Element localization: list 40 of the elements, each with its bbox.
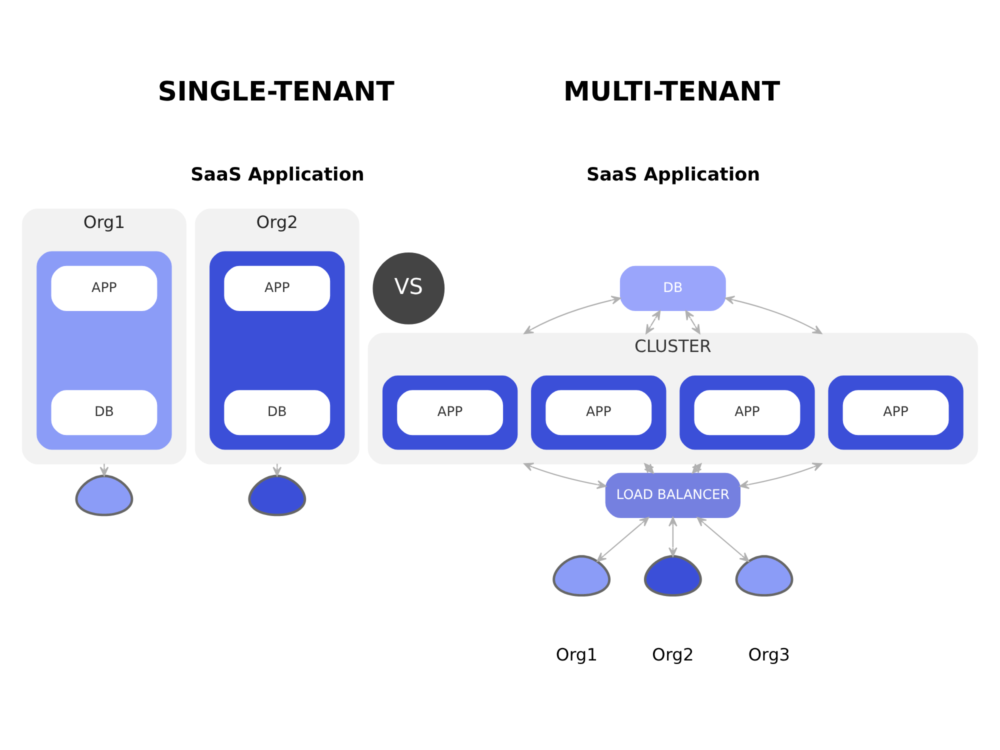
arrow xyxy=(696,516,750,562)
node-box: APP xyxy=(546,390,652,435)
node-person xyxy=(248,474,306,516)
arrow xyxy=(739,462,822,489)
node-label: Org2 xyxy=(652,645,694,666)
cluster xyxy=(828,375,964,450)
node-box: DB xyxy=(620,265,726,310)
arrow xyxy=(668,516,678,556)
node-label: Org3 xyxy=(748,645,790,666)
label: SaaS Application xyxy=(190,164,364,186)
cluster xyxy=(531,375,666,450)
arrow xyxy=(646,310,661,334)
label: MULTI-TENANT xyxy=(563,76,780,107)
node-label: Org1 xyxy=(556,645,598,666)
cluster xyxy=(210,250,345,450)
arrow xyxy=(685,310,700,334)
node-person xyxy=(552,554,611,596)
node-person xyxy=(75,474,134,516)
arrow xyxy=(596,516,650,562)
label: SINGLE-TENANT xyxy=(158,76,394,107)
node-box: APP xyxy=(694,390,800,435)
arrow xyxy=(524,295,621,334)
cluster xyxy=(382,375,518,450)
node-box: APP xyxy=(224,265,330,310)
node-box: APP xyxy=(842,390,949,435)
arrow xyxy=(692,462,702,474)
node-box: DB xyxy=(51,390,158,435)
node-person xyxy=(644,554,702,596)
arrow xyxy=(724,295,822,334)
label: SaaS Application xyxy=(586,164,760,186)
node-box: APP xyxy=(397,390,504,435)
node-box: APP xyxy=(51,265,158,310)
arrow xyxy=(100,463,109,476)
cluster xyxy=(680,375,815,450)
node-person xyxy=(735,554,794,596)
arrow xyxy=(524,462,606,489)
node-box: LOAD BALANCER xyxy=(605,472,741,518)
cluster xyxy=(36,250,172,450)
node-circle: VS xyxy=(372,252,445,324)
node-box: DB xyxy=(224,390,330,435)
